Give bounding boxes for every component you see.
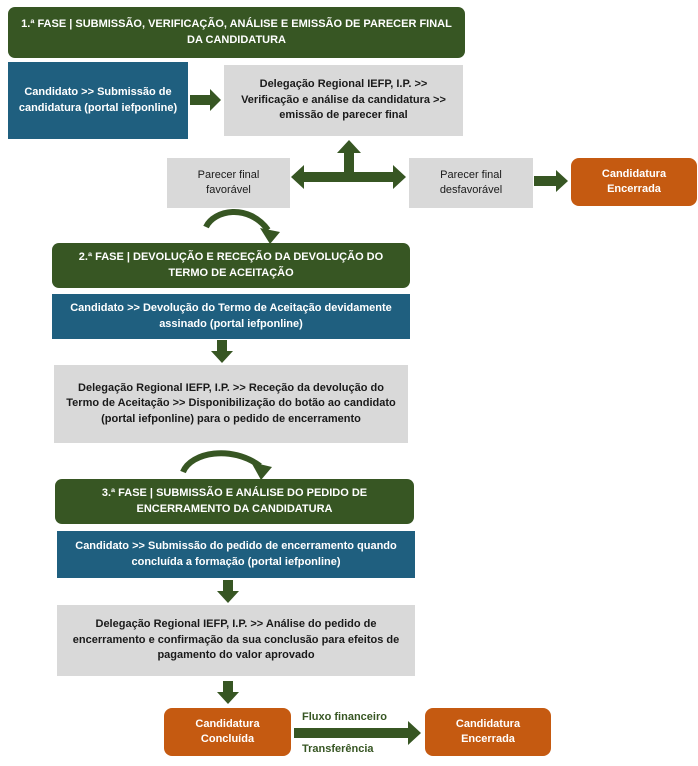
phase3-request-text: Candidato >> Submissão do pedido de ence… [75,540,397,568]
phase1-unfavorable: Parecer final desfavorável [409,158,533,208]
phase2-return: Candidato >> Devolução do Termo de Aceit… [52,294,410,339]
phase1-verification-text: Delegação Regional IEFP, I.P. >> Verific… [241,78,446,122]
phase3-analysis: Delegação Regional IEFP, I.P. >> Análise… [57,605,415,676]
flow-label: Fluxo financeiro [302,711,387,723]
phase1-submission-text: Candidato >> Submissão de candidatura (p… [18,86,178,114]
phase1-closed-text: Candidatura Encerrada [601,167,667,195]
phase3-concluded: Candidatura Concluída [164,708,291,756]
phase2-return-text: Candidato >> Devolução do Termo de Aceit… [70,302,392,330]
phase1-closed: Candidatura Encerrada [571,158,697,206]
arrow-return-to-reception [211,340,233,363]
phase1-favorable-text: Parecer final favorável [197,168,260,196]
phase1-verification: Delegação Regional IEFP, I.P. >> Verific… [224,65,463,136]
phase2-title-text: 2.ª FASE | DEVOLUÇÃO E RECEÇÃO DA DEVOLU… [78,251,384,279]
phase3-final-closed-text: Candidatura Encerrada [455,717,521,745]
arrow-request-to-analysis [217,580,239,603]
phase3-request: Candidato >> Submissão do pedido de ence… [57,531,415,578]
arrow-unfavorable-to-closed [534,170,568,192]
phase2-reception: Delegação Regional IEFP, I.P. >> Receção… [54,365,408,443]
phase3-final-closed: Candidatura Encerrada [425,708,551,756]
arrow-up-to-verification [337,140,361,174]
phase1-title-text: 1.ª FASE | SUBMISSÃO, VERIFICAÇÃO, ANÁLI… [21,18,452,46]
curved-arrow-to-phase2 [203,209,271,232]
phase1-submission: Candidato >> Submissão de candidatura (p… [8,62,188,139]
phase1-unfavorable-text: Parecer final desfavorável [439,168,503,196]
phase1-title: 1.ª FASE | SUBMISSÃO, VERIFICAÇÃO, ANÁLI… [8,7,465,58]
phase3-analysis-text: Delegação Regional IEFP, I.P. >> Análise… [72,618,400,662]
double-arrow-pareceres [291,165,406,189]
phase3-concluded-text: Candidatura Concluída [195,717,260,745]
curved-arrow-to-phase3 [180,450,262,474]
phase3-title-text: 3.ª FASE | SUBMISSÃO E ANÁLISE DO PEDIDO… [101,487,368,515]
arrow-concluded-to-final-closed [294,721,421,745]
phase2-reception-text: Delegação Regional IEFP, I.P. >> Receção… [66,381,396,425]
arrow-submission-to-verification [190,89,221,111]
arrow-analysis-to-concluded [217,681,239,704]
phase1-favorable: Parecer final favorável [167,158,290,208]
phase3-title: 3.ª FASE | SUBMISSÃO E ANÁLISE DO PEDIDO… [55,479,414,524]
phase2-title: 2.ª FASE | DEVOLUÇÃO E RECEÇÃO DA DEVOLU… [52,243,410,288]
transfer-label: Transferência [302,743,374,755]
